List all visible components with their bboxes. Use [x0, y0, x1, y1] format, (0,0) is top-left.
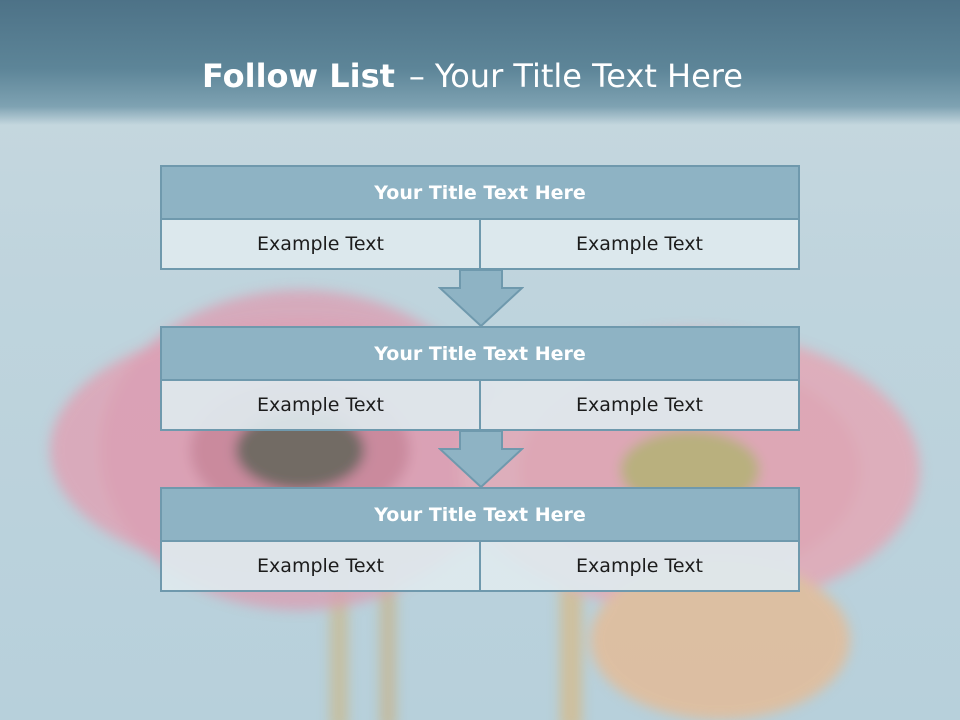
block-row: Example Text Example Text: [160, 381, 800, 431]
block-title: Your Title Text Here: [160, 326, 800, 381]
follow-block-3: Your Title Text Here Example Text Exampl…: [160, 487, 800, 592]
block-cell-right: Example Text: [481, 220, 800, 270]
block-cell-left: Example Text: [160, 220, 481, 270]
block-row: Example Text Example Text: [160, 542, 800, 592]
block-row: Example Text Example Text: [160, 220, 800, 270]
block-cell-left: Example Text: [160, 381, 481, 431]
down-arrow-icon: [438, 431, 524, 489]
slide-title: Follow List–Your Title Text Here: [0, 55, 945, 97]
title-bold: Follow List: [202, 57, 395, 95]
title-rest: Your Title Text Here: [434, 57, 743, 95]
follow-block-1: Your Title Text Here Example Text Exampl…: [160, 165, 800, 270]
title-banner: [0, 0, 960, 125]
block-title: Your Title Text Here: [160, 165, 800, 220]
follow-block-2: Your Title Text Here Example Text Exampl…: [160, 326, 800, 431]
block-cell-right: Example Text: [481, 542, 800, 592]
block-cell-left: Example Text: [160, 542, 481, 592]
block-cell-right: Example Text: [481, 381, 800, 431]
title-separator: –: [408, 57, 425, 95]
block-title: Your Title Text Here: [160, 487, 800, 542]
down-arrow-icon: [438, 270, 524, 328]
